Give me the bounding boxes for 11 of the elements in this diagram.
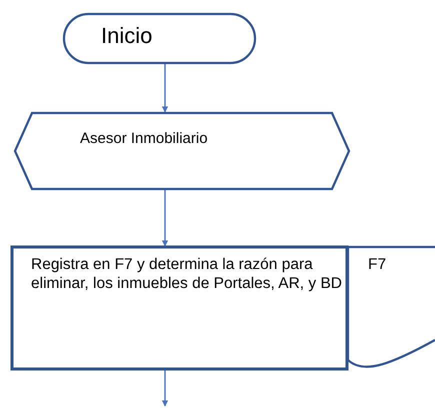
node-label: Asesor Inmobiliario xyxy=(80,130,209,148)
document-shape xyxy=(348,246,435,370)
process-box xyxy=(11,246,348,370)
terminal-shape xyxy=(63,13,256,64)
arrow xyxy=(162,190,168,247)
arrow xyxy=(162,370,168,407)
node-label: Registra en F7 y determina la razón para eliminar, los inmuebles de Portales, AR, y BD xyxy=(31,256,342,294)
node-label: F7 xyxy=(368,256,388,275)
terminal-label: Inicio xyxy=(101,23,154,50)
arrow xyxy=(162,64,168,113)
preparation-hexagon xyxy=(14,112,350,190)
